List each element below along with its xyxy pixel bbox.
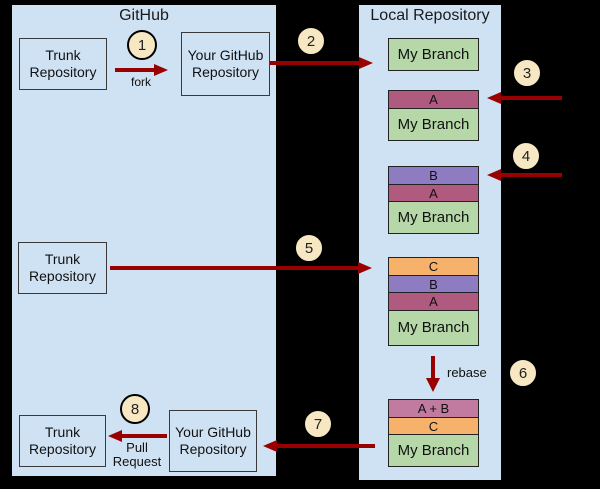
local-stack-3: B A My Branch (388, 166, 479, 234)
local-stack-4: C B A My Branch (388, 257, 479, 346)
local-stack-2: A My Branch (388, 90, 479, 141)
commit-arrow-step-3 (501, 96, 562, 100)
commit-arrow-step-4 (501, 173, 562, 177)
trunk-repository-box-bottom: Trunk Repository (19, 415, 106, 467)
commit-b-row: B (388, 274, 479, 294)
clone-arrow-step-2 (270, 61, 359, 65)
push-arrow-step-7 (277, 444, 375, 448)
step-badge-4: 4 (511, 141, 541, 171)
your-github-repository-box-bottom: Your GitHub Repository (169, 410, 257, 472)
your-github-repository-box-top: Your GitHub Repository (181, 32, 270, 96)
branch-row: My Branch (388, 38, 479, 71)
branch-row: My Branch (388, 309, 479, 346)
commit-c-row: C (388, 257, 479, 276)
rebase-label: rebase (447, 365, 487, 380)
branch-row: My Branch (388, 434, 479, 467)
fork-arrow (115, 68, 154, 72)
branch-row: My Branch (388, 107, 479, 141)
step-badge-6: 6 (508, 358, 538, 388)
commit-b-row: B (388, 166, 479, 185)
commit-c-row: C (388, 416, 479, 436)
local-stack-1: My Branch (388, 38, 479, 71)
github-panel-title: GitHub (119, 7, 169, 24)
commit-a-row: A (388, 292, 479, 311)
local-repository-panel-title: Local Repository (370, 7, 490, 24)
trunk-repository-box-top: Trunk Repository (19, 38, 107, 90)
branch-row: My Branch (388, 201, 479, 234)
fork-label: fork (130, 75, 151, 89)
pull-request-arrow (122, 434, 167, 438)
step-badge-1: 1 (127, 30, 157, 60)
step-badge-8: 8 (120, 394, 150, 424)
pull-request-label: Pull Request (112, 440, 162, 469)
step-badge-7: 7 (303, 409, 333, 439)
local-stack-5: A + B C My Branch (388, 399, 479, 467)
commit-ab-row: A + B (388, 399, 479, 418)
step-badge-3: 3 (512, 58, 542, 88)
step-badge-5: 5 (294, 233, 324, 263)
commit-a-row: A (388, 90, 479, 109)
step-badge-2: 2 (296, 26, 326, 56)
commit-a-row: A (388, 183, 479, 203)
update-arrow-step-5 (110, 266, 358, 270)
trunk-repository-box-middle: Trunk Repository (18, 242, 107, 294)
rebase-arrow (431, 356, 435, 378)
